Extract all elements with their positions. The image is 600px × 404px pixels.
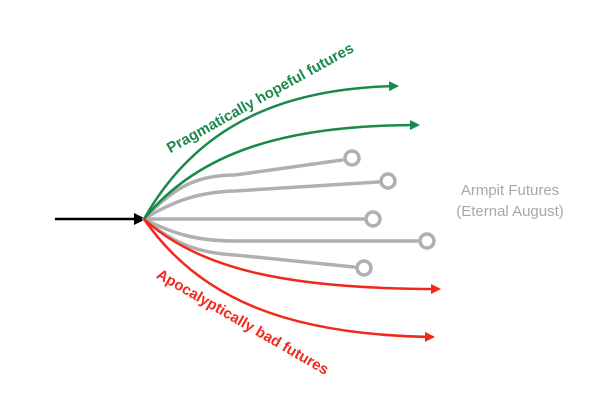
armpit-end-circle xyxy=(355,259,373,277)
armpit-title: Armpit Futures xyxy=(460,182,560,199)
bad-arrow xyxy=(142,218,435,342)
armpit-end-circle xyxy=(379,172,397,190)
armpit-futures-label: Armpit Futures (Eternal August) xyxy=(440,180,580,222)
bad-arrow xyxy=(143,218,441,294)
armpit-subtitle: (Eternal August) xyxy=(456,203,564,220)
hopeful-arrow xyxy=(143,120,420,220)
armpit-end-circle xyxy=(418,232,436,250)
armpit-path xyxy=(142,217,419,243)
armpit-path xyxy=(142,180,380,221)
armpit-end-circle xyxy=(364,210,382,228)
hopeful-arrow xyxy=(142,81,399,220)
armpit-end-circle xyxy=(343,149,361,167)
